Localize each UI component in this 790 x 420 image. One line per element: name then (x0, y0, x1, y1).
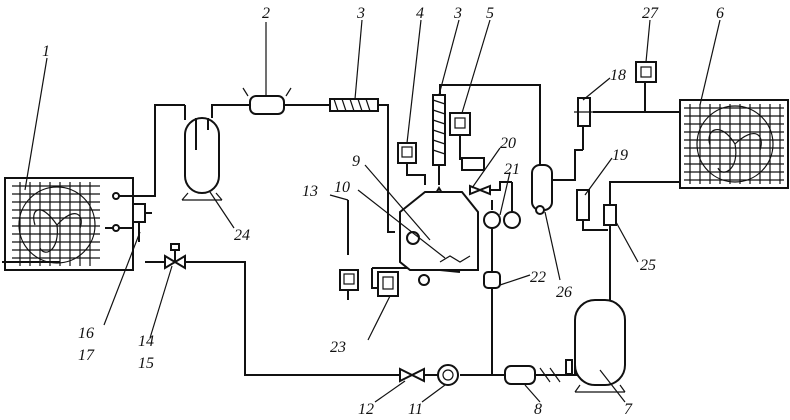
compressor (399, 191, 479, 286)
label-15: 15 (138, 355, 154, 372)
valve-18 (574, 97, 594, 127)
heat-exchanger-3 (329, 98, 379, 112)
label-19: 19 (612, 147, 628, 164)
label-24: 24 (234, 227, 250, 244)
label-8: 8 (534, 401, 542, 418)
valve-12 (399, 367, 438, 383)
heat-exchanger-3-vertical (430, 94, 448, 201)
label-5: 5 (486, 5, 494, 22)
pump-11 (437, 364, 459, 386)
right-condenser-unit (679, 99, 789, 189)
label-20: 20 (500, 135, 516, 152)
label-21: 21 (504, 161, 520, 178)
filter-2 (242, 87, 292, 115)
receiver-24 (181, 117, 223, 201)
label-18: 18 (610, 67, 626, 84)
controller-13 (339, 269, 359, 291)
label-26: 26 (556, 284, 572, 301)
label-16: 16 (78, 325, 94, 342)
label-9: 9 (352, 153, 360, 170)
piping (120, 82, 680, 376)
pressure-switches-21 (483, 200, 521, 229)
valve-19 (576, 189, 590, 221)
label-14: 14 (138, 333, 154, 350)
label-3a: 3 (356, 5, 365, 22)
leader-lines (24, 19, 721, 403)
label-3b: 3 (453, 5, 462, 22)
label-7: 7 (624, 401, 633, 418)
label-27: 27 (642, 5, 659, 22)
label-23: 23 (330, 339, 346, 356)
filter-8 (504, 359, 573, 385)
label-2: 2 (262, 5, 270, 22)
gauge-5 (449, 112, 485, 171)
air-cooled-condenser (2, 177, 134, 271)
label-17: 17 (78, 347, 95, 364)
label-11: 11 (408, 401, 423, 418)
valve-25 (603, 204, 617, 226)
label-25: 25 (640, 257, 656, 274)
label-6: 6 (716, 5, 724, 22)
callout-labels: 1 2 3 4 3 5 6 27 18 19 20 21 9 10 13 22 … (42, 5, 724, 418)
gauge-4 (397, 142, 426, 185)
controller-23 (377, 271, 399, 297)
drier-22 (483, 271, 501, 289)
valve-14 (164, 243, 186, 270)
label-13: 13 (302, 183, 318, 200)
label-4: 4 (416, 5, 424, 22)
label-12: 12 (358, 401, 374, 418)
label-1: 1 (42, 43, 50, 60)
label-22: 22 (530, 269, 546, 286)
gauge-27 (635, 61, 657, 83)
receiver-7 (574, 299, 626, 393)
separator-26 (531, 164, 553, 215)
label-10: 10 (334, 179, 350, 196)
